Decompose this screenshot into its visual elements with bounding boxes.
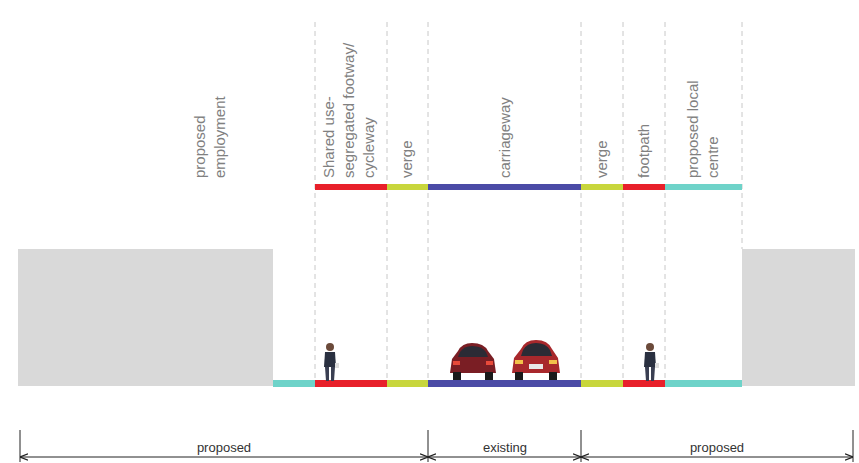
zone-label: footpath <box>634 28 654 178</box>
dimension-label: proposed <box>194 440 254 455</box>
ground-bars <box>273 380 742 387</box>
dimension-label: existing <box>480 440 530 455</box>
dimension-label: proposed <box>687 440 747 455</box>
building <box>742 249 855 386</box>
zone-label: carriageway <box>495 28 515 178</box>
zone-label: proposed local centre <box>683 78 723 178</box>
car <box>512 340 560 380</box>
guide-lines <box>315 22 742 380</box>
zone-label: verge <box>592 28 612 178</box>
key-bars <box>315 184 742 190</box>
zone-label: proposed employment <box>190 78 230 178</box>
dimension-line <box>20 430 853 462</box>
pedestrian <box>644 343 659 381</box>
pedestrian <box>324 343 339 381</box>
zone-label: Shared use- segregated footway/ cycleway <box>319 28 379 178</box>
car <box>450 343 496 380</box>
zone-label: verge <box>397 28 417 178</box>
building <box>18 249 273 386</box>
